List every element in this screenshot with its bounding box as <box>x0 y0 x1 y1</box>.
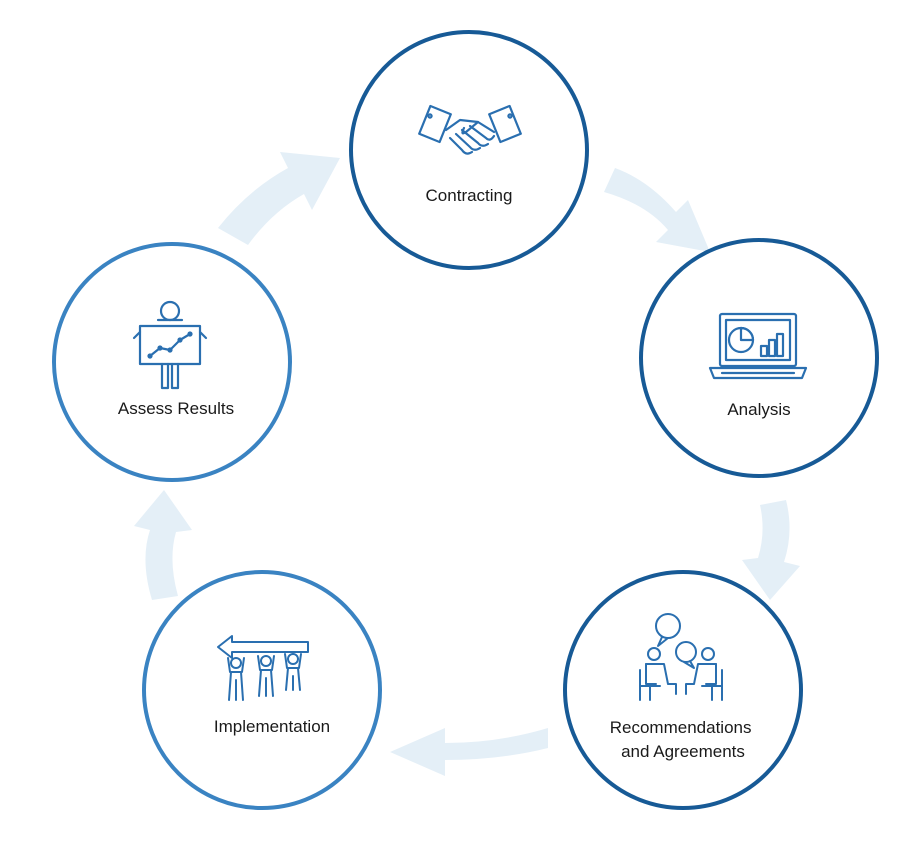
node-ring-recommendations <box>563 570 803 810</box>
node-assess: Assess Results <box>52 242 292 482</box>
node-contracting: Contracting <box>349 30 589 270</box>
cycle-arrow-implementation-to-assess <box>134 490 192 600</box>
node-label-recommendations: Recommendations and Agreements <box>610 718 756 761</box>
node-ring-implementation <box>142 570 382 810</box>
node-analysis: Analysis <box>639 238 879 478</box>
handshake-icon <box>418 104 522 155</box>
presenter-chart-icon <box>132 300 208 390</box>
cycle-arrow-assess-to-contracting <box>218 152 340 245</box>
team-carrying-arrow-icon <box>217 635 309 701</box>
node-recommendations: Recommendations and Agreements <box>563 570 803 810</box>
node-label-analysis: Analysis <box>727 400 790 419</box>
node-implementation: Implementation <box>142 570 382 810</box>
node-label-implementation: Implementation <box>214 717 330 736</box>
node-ring-contracting <box>349 30 589 270</box>
cycle-arrow-analysis-to-recommendations <box>742 500 800 600</box>
laptop-chart-icon <box>708 312 808 380</box>
cycle-arrows <box>134 152 800 776</box>
node-ring-assess <box>52 242 292 482</box>
meeting-discussion-icon <box>639 613 723 701</box>
node-label-contracting: Contracting <box>426 186 513 205</box>
cycle-arrow-contracting-to-analysis <box>604 168 710 252</box>
cycle-arrow-recommendations-to-implementation <box>390 728 548 776</box>
node-label-assess: Assess Results <box>118 399 234 418</box>
node-ring-analysis <box>639 238 879 478</box>
